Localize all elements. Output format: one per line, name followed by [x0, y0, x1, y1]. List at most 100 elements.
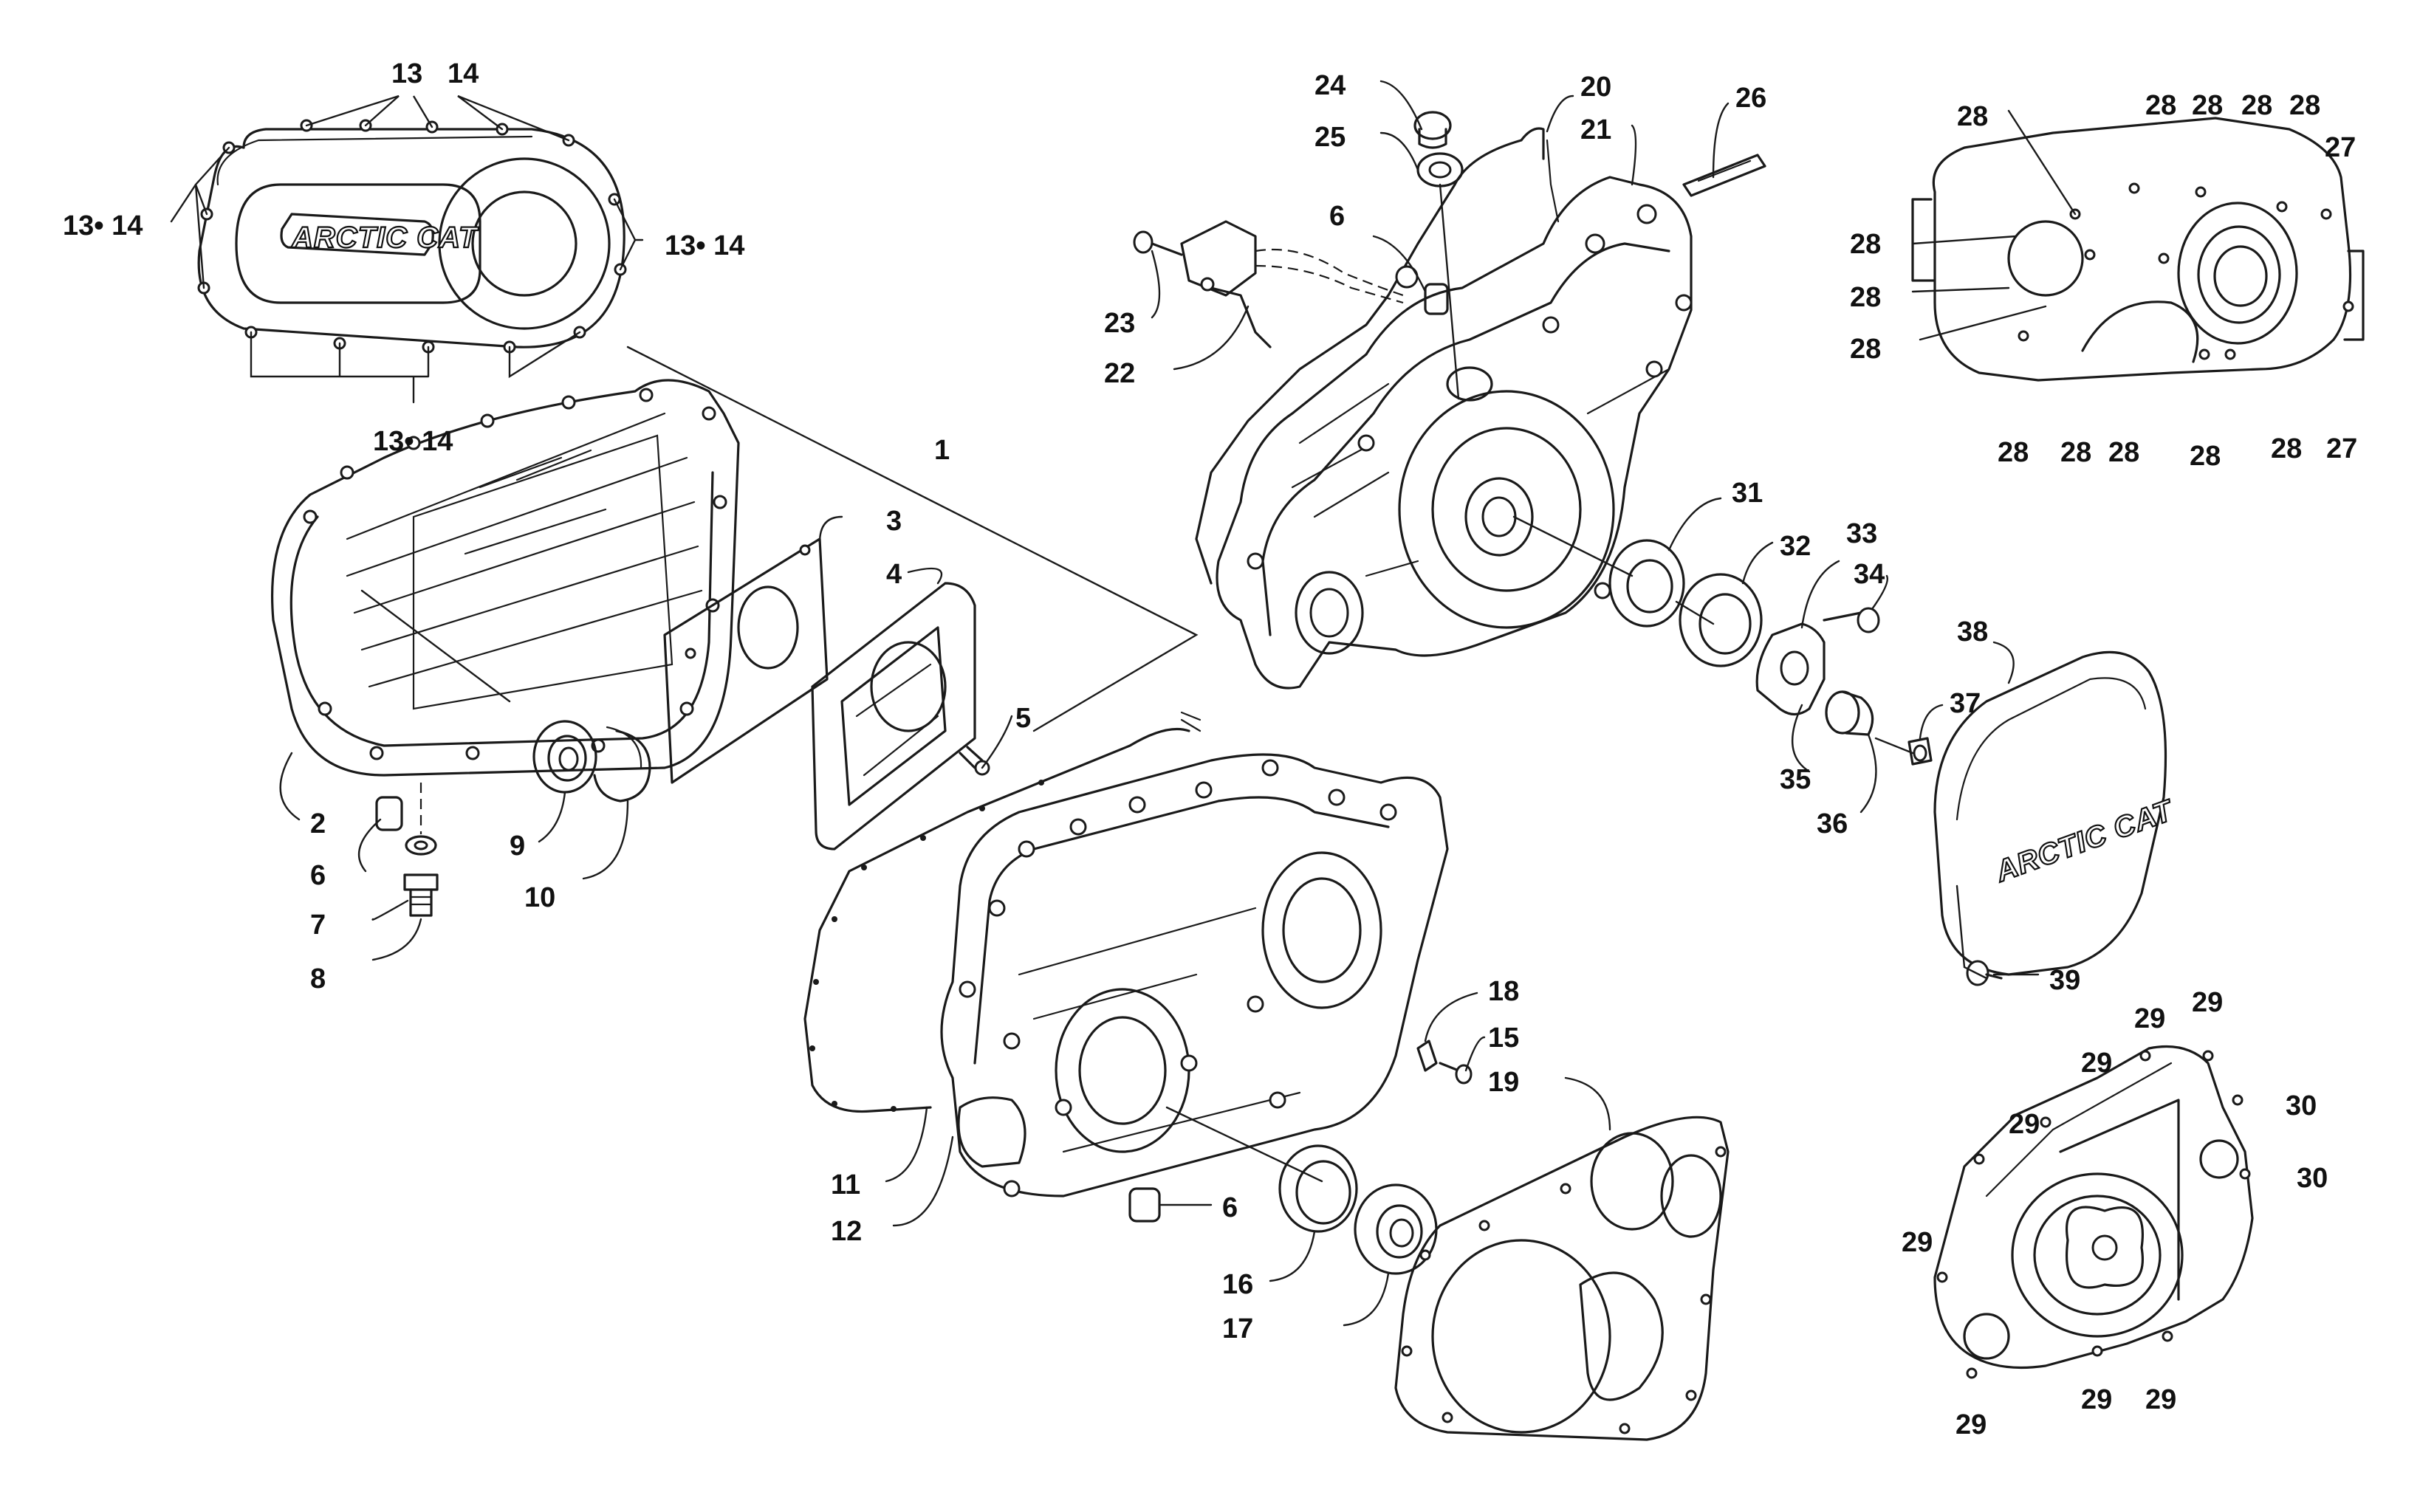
- svg-text:ARCTIC CAT: ARCTIC CAT: [291, 221, 479, 254]
- callout-14-a: 14: [448, 58, 479, 89]
- callout-29-d: 29: [2009, 1109, 2040, 1140]
- cover-logo-lower: ARCTIC CAT: [1990, 793, 2180, 890]
- callout-34: 34: [1854, 559, 1885, 590]
- callout-19: 19: [1488, 1067, 1519, 1098]
- callout-5: 5: [1015, 703, 1031, 734]
- callout-26: 26: [1735, 83, 1766, 114]
- callout-28-c: 28: [2192, 90, 2223, 121]
- callout-29-c: 29: [2081, 1048, 2112, 1079]
- callout-3: 3: [886, 506, 902, 537]
- callout-27-a: 27: [2325, 132, 2356, 163]
- plate-33: [1755, 622, 1826, 716]
- callout-37: 37: [1950, 688, 1981, 719]
- callout-28-j: 28: [2060, 437, 2091, 468]
- callout-27-b: 27: [2326, 433, 2357, 464]
- plate-3: [663, 537, 829, 784]
- callout-28-e: 28: [2289, 90, 2320, 121]
- callout-7: 7: [310, 910, 326, 941]
- label-26: [1682, 154, 1766, 197]
- gasket-19: [1394, 1116, 1730, 1441]
- callout-38: 38: [1957, 616, 1988, 647]
- callout-28-b: 28: [2145, 90, 2176, 121]
- callout-labels: 13 14 13• 14 13• 14 13• 14 1 2 3 4 5 6 7…: [63, 58, 2357, 1440]
- svg-text:ARCTIC CAT: ARCTIC CAT: [1991, 794, 2179, 889]
- callout-35: 35: [1780, 764, 1811, 795]
- callout-16: 16: [1222, 1269, 1253, 1300]
- seal-32: [1679, 573, 1763, 667]
- callout-29-e: 29: [1902, 1227, 1933, 1258]
- snap-ring-10: [593, 726, 651, 803]
- bolt-15: [1439, 1062, 1473, 1085]
- clutch-cover-exploded: [270, 379, 740, 821]
- cover-top-right: [1911, 109, 2365, 382]
- callout-29-b: 29: [2192, 987, 2223, 1018]
- callout-30-b: 30: [2297, 1163, 2328, 1194]
- screw-23: [1133, 230, 1215, 292]
- crankcase-center: [940, 753, 1449, 1197]
- plug-37: [1907, 737, 1933, 766]
- callout-12: 12: [831, 1216, 862, 1247]
- callout-28-l: 28: [2190, 441, 2221, 472]
- callout-22: 22: [1104, 358, 1135, 389]
- plug-24: [1413, 111, 1452, 149]
- callout-28-m: 28: [2271, 433, 2302, 464]
- callout-1: 1: [934, 435, 950, 466]
- bearing-9: [532, 720, 597, 794]
- callout-6-left: 6: [310, 860, 326, 891]
- callout-17: 17: [1222, 1313, 1253, 1344]
- callout-29-h: 29: [2145, 1384, 2176, 1415]
- callout-28-k: 28: [2108, 437, 2139, 468]
- callout-28-d: 28: [2241, 90, 2272, 121]
- plate-4: [811, 582, 976, 850]
- cover-logo-upper: ARCTIC CAT: [280, 213, 479, 256]
- cover-bottom-right: [1933, 1045, 2254, 1379]
- sleeve-36: [1825, 690, 1874, 736]
- callout-11: 11: [831, 1169, 860, 1200]
- washer-7: [405, 835, 437, 856]
- callout-33: 33: [1846, 518, 1877, 549]
- callout-2: 2: [310, 808, 326, 839]
- callout-30-a: 30: [2286, 1090, 2317, 1121]
- crankcase-upper: [1216, 176, 1693, 690]
- callout-39: 39: [2049, 965, 2080, 996]
- callout-29-a: 29: [2134, 1003, 2165, 1034]
- callout-13-14-right: 13• 14: [665, 230, 744, 261]
- callout-28-a: 28: [1957, 101, 1988, 132]
- callout-29-g: 29: [2081, 1384, 2112, 1415]
- callout-25: 25: [1314, 122, 1346, 153]
- drain-bolt-8: [403, 873, 439, 917]
- callout-10: 10: [524, 882, 555, 913]
- clip-18: [1416, 1040, 1438, 1072]
- dowel-6-left: [375, 796, 403, 831]
- gasket-11: [803, 711, 1202, 1113]
- callout-9: 9: [510, 831, 525, 862]
- callout-31: 31: [1732, 478, 1763, 509]
- sensor-22: [1180, 220, 1404, 348]
- callout-28-h: 28: [1850, 334, 1881, 365]
- callout-13-14-bottom: 13• 14: [373, 426, 453, 457]
- callout-15: 15: [1488, 1023, 1519, 1054]
- assembled-clutch-cover: ARCTIC CAT: [170, 94, 644, 404]
- callout-13-a: 13: [391, 58, 422, 89]
- callout-28-i: 28: [1998, 437, 2029, 468]
- callout-13-14-left: 13• 14: [63, 210, 143, 241]
- callout-28-f: 28: [1850, 229, 1881, 260]
- seal-31: [1608, 539, 1685, 628]
- callout-21: 21: [1580, 114, 1611, 145]
- bolt-34: [1823, 607, 1880, 633]
- screw-5: [959, 746, 990, 776]
- callout-20: 20: [1580, 72, 1611, 103]
- callout-29-f: 29: [1955, 1409, 1987, 1440]
- dowel-6-bottom: [1128, 1187, 1161, 1223]
- callout-6-upper: 6: [1329, 201, 1345, 232]
- callout-8: 8: [310, 963, 326, 994]
- dowel-6-upper: [1424, 283, 1449, 315]
- callout-6-bottom: 6: [1222, 1192, 1238, 1223]
- callout-28-g: 28: [1850, 282, 1881, 313]
- seal-16: [1278, 1144, 1358, 1233]
- callout-4: 4: [886, 559, 902, 590]
- callout-23: 23: [1104, 308, 1135, 339]
- callout-36: 36: [1817, 808, 1848, 839]
- callout-18: 18: [1488, 976, 1519, 1007]
